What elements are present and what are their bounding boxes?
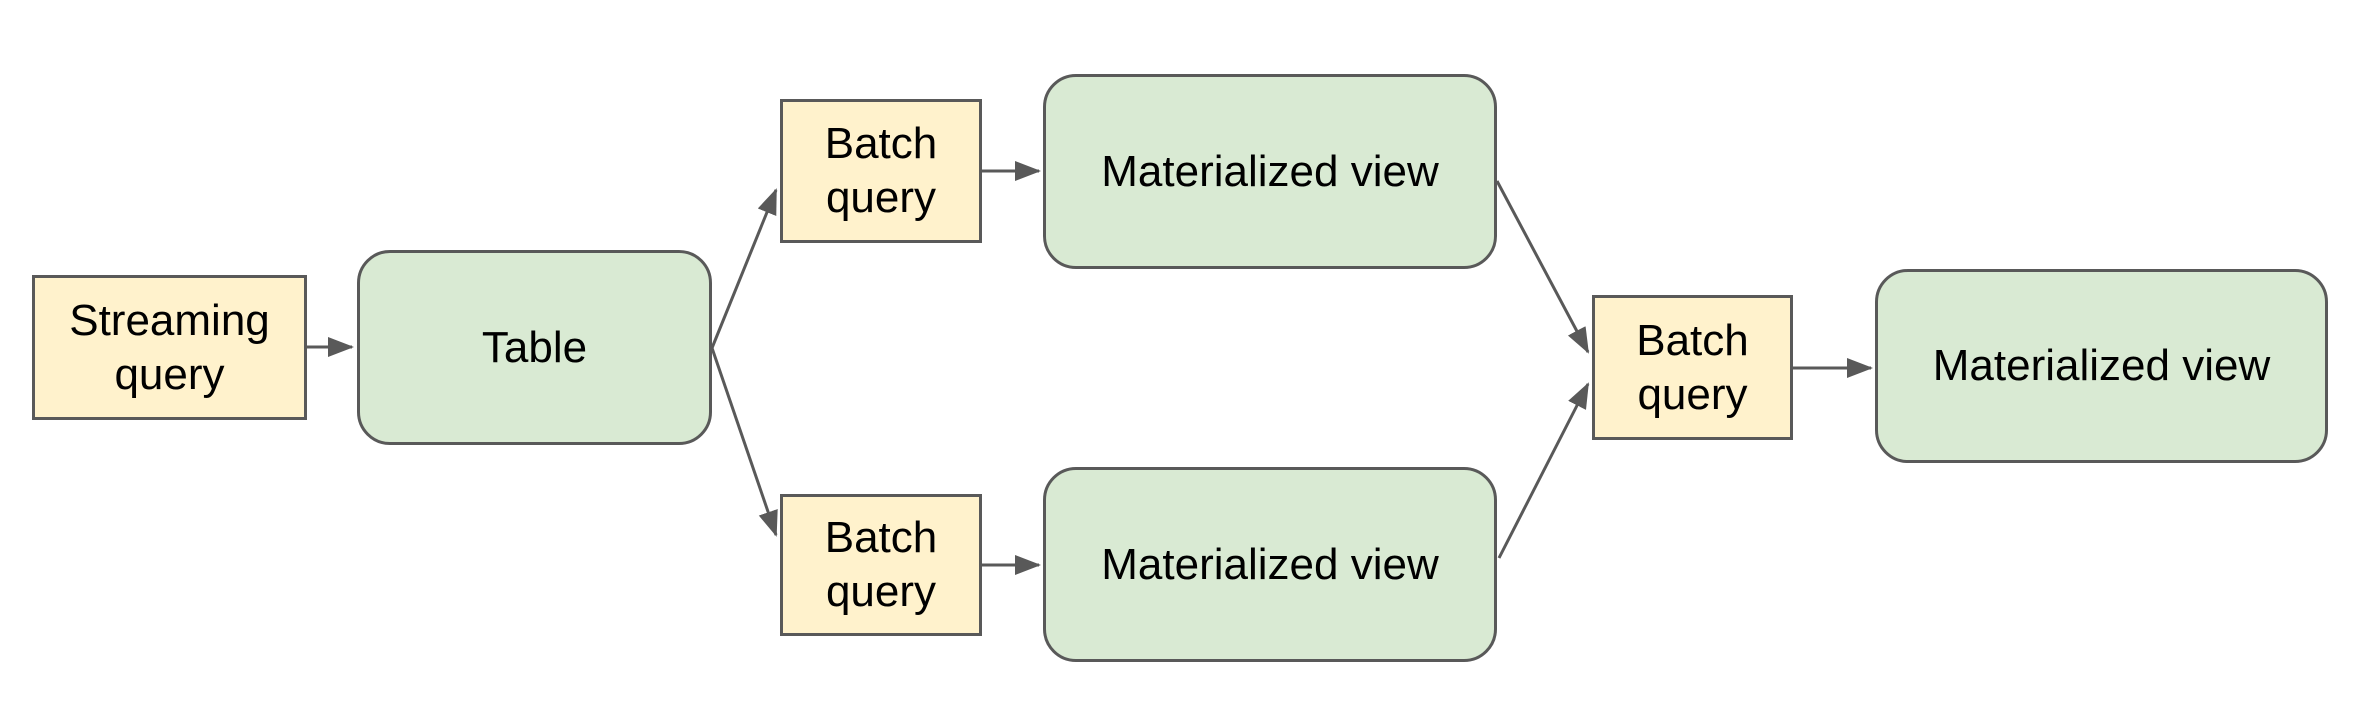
node-materialized-view-top: Materialized view: [1043, 74, 1497, 269]
node-materialized-view-bottom-label: Materialized view: [1101, 539, 1439, 589]
node-batch-query-right: Batch query: [1592, 295, 1793, 440]
node-batch-query-top-label: Batch query: [824, 119, 938, 222]
node-streaming-query: Streaming query: [32, 275, 307, 420]
edge-materialized-view-top-to-batch-query-right: [1495, 180, 1590, 354]
node-materialized-view-right-label: Materialized view: [1932, 341, 2271, 391]
node-batch-query-right-label: Batch query: [1636, 315, 1749, 419]
node-table: Table: [357, 250, 712, 445]
node-materialized-view-top-label: Materialized view: [1101, 146, 1439, 196]
node-batch-query-bottom: Batch query: [780, 494, 982, 636]
node-materialized-view-right: Materialized view: [1875, 269, 2328, 463]
node-batch-query-top: Batch query: [780, 99, 982, 243]
edge-materialized-view-bottom-to-batch-query-right: [1497, 382, 1590, 559]
node-table-label: Table: [481, 322, 588, 372]
edge-table-to-batch-query-top: [710, 188, 778, 349]
edge-table-to-batch-query-bottom: [710, 347, 778, 537]
node-materialized-view-bottom: Materialized view: [1043, 467, 1497, 662]
node-batch-query-bottom-label: Batch query: [824, 513, 938, 616]
node-streaming-query-label: Streaming query: [69, 295, 270, 399]
